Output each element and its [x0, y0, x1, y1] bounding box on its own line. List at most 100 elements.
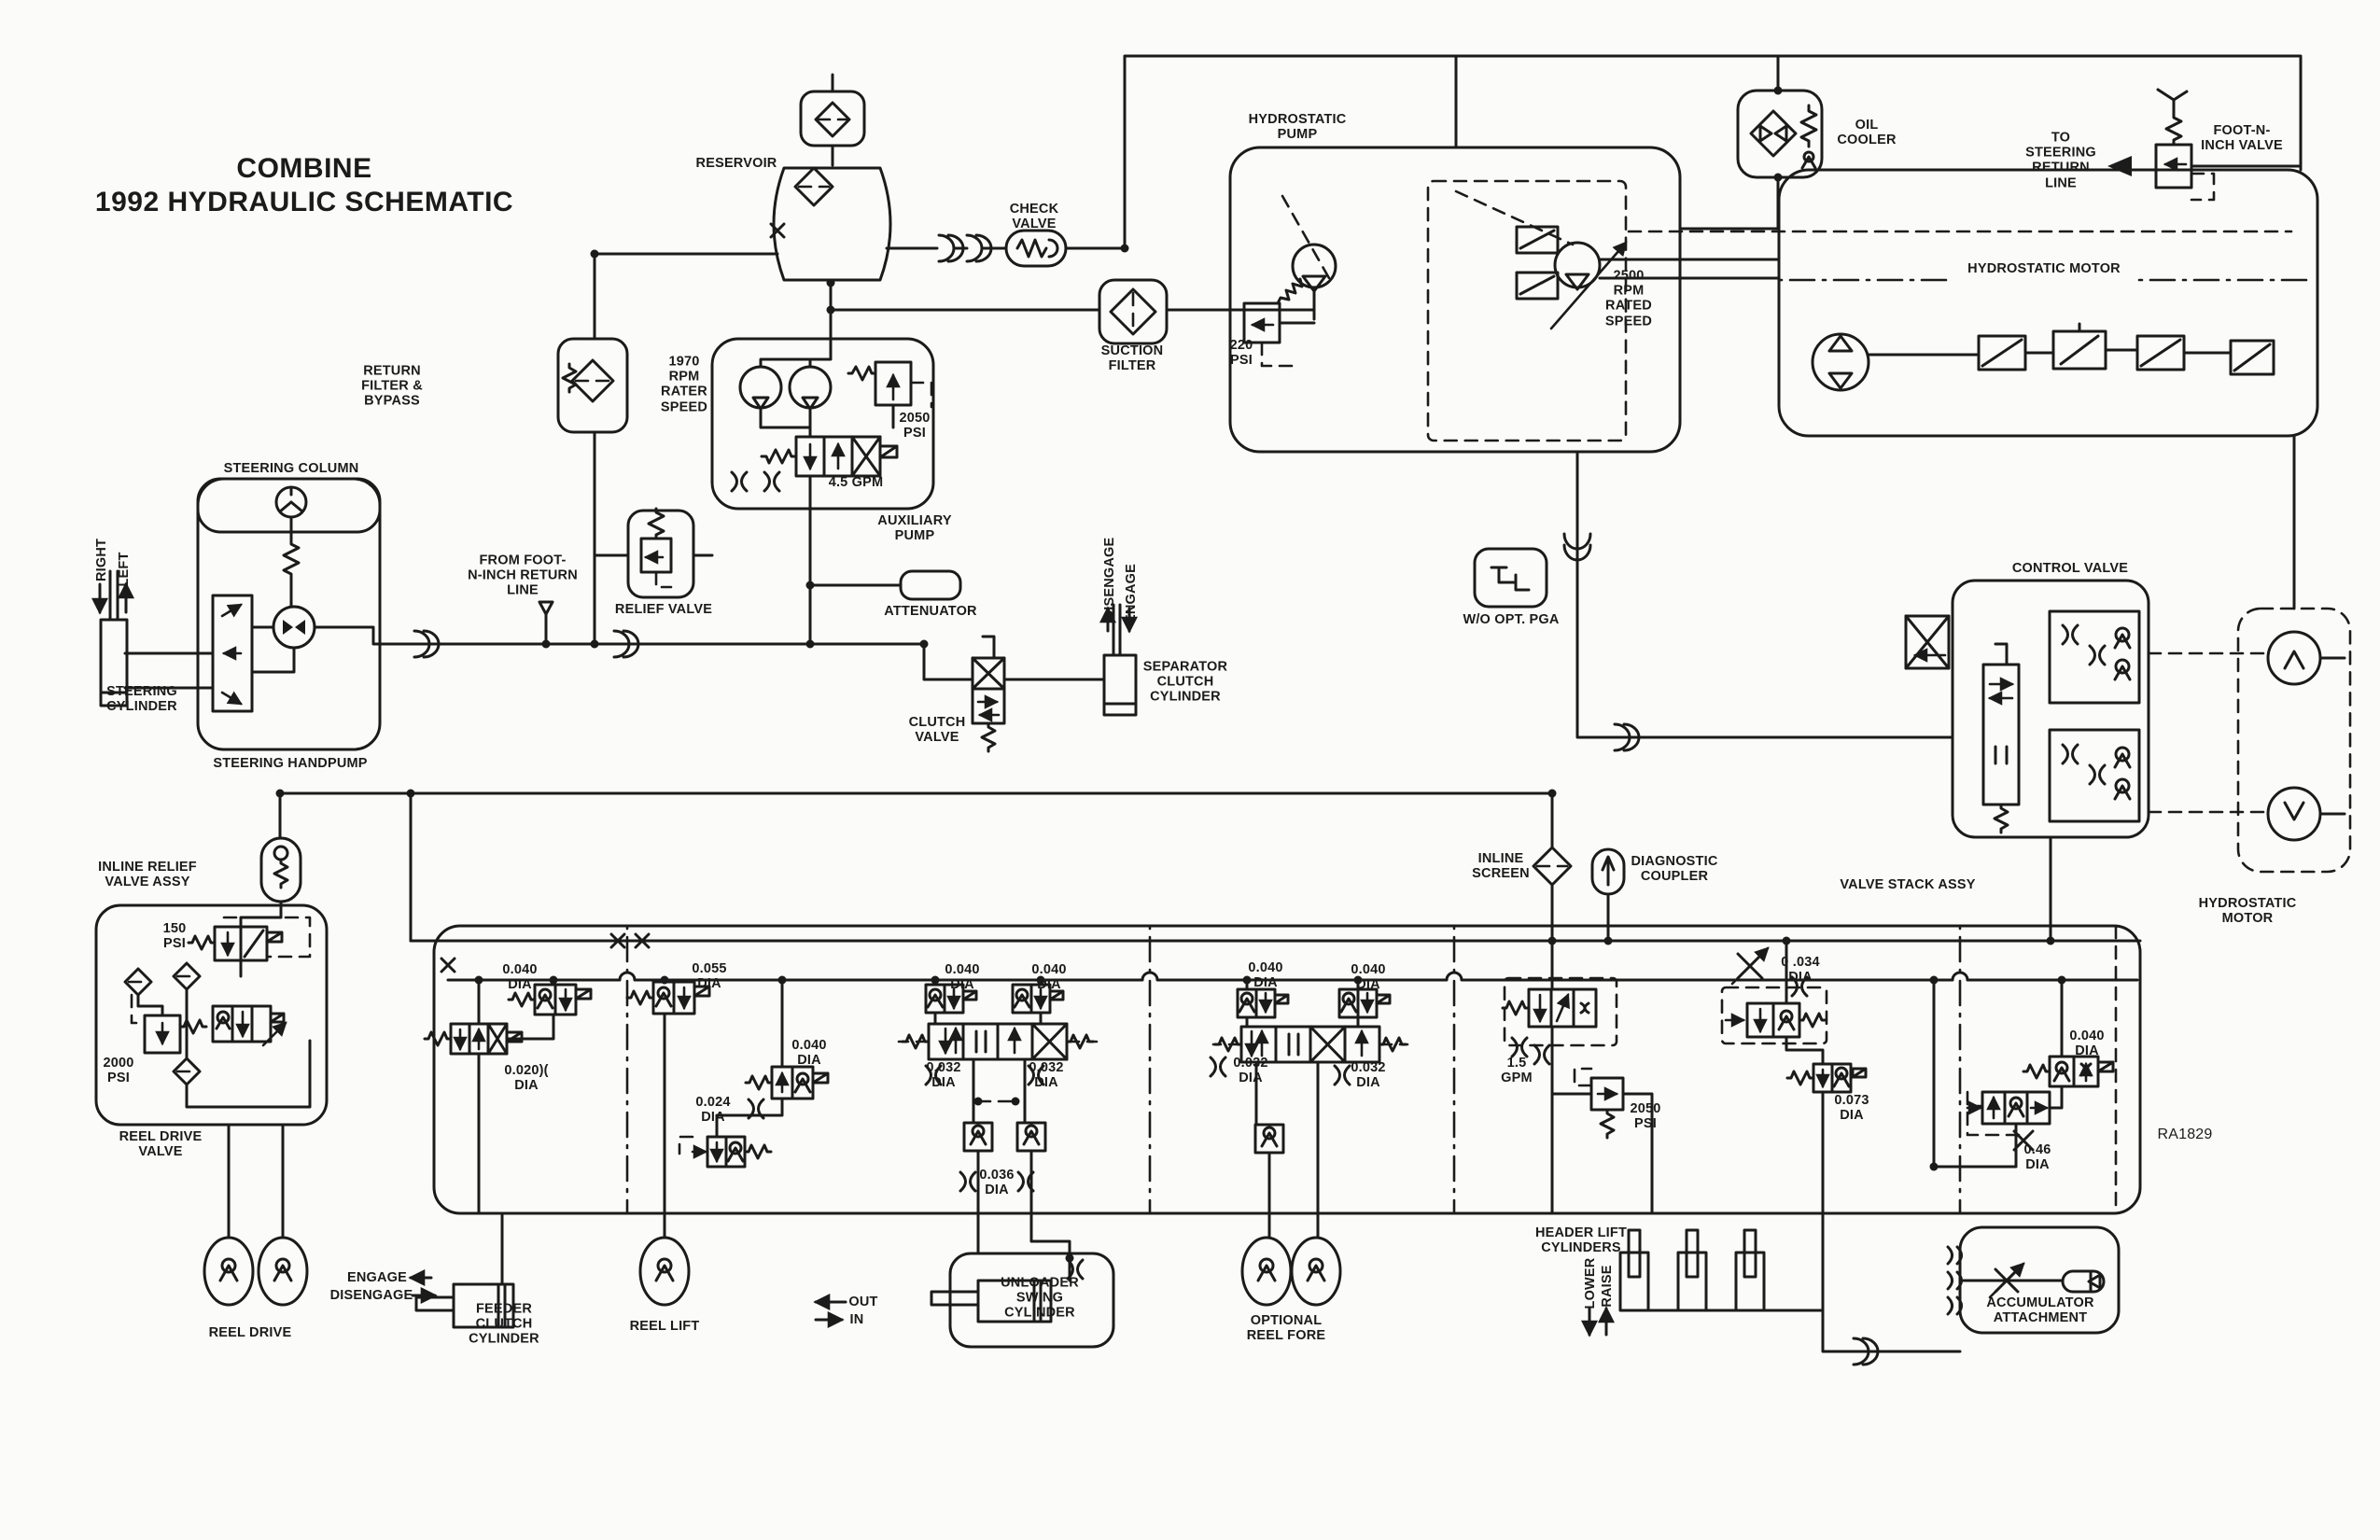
orifice-label-2: 0.055 DIA — [692, 960, 727, 991]
check-valve-label: CHECK VALVE — [1009, 201, 1059, 231]
optional-reel-fore-symbols — [1240, 1236, 1342, 1307]
accumulator-symbol — [1958, 1225, 2121, 1335]
ref-number-label: RA1829 — [2157, 1127, 2213, 1143]
separator-clutch-cylinder-label: SEPARATOR CLUTCH CYLINDER — [1142, 659, 1228, 706]
rated-speed-2500-label: 2500 RPM RATED SPEED — [1604, 268, 1653, 329]
valve-stack-assy-label: VALVE STACK ASSY — [1840, 876, 1976, 892]
right-label: RIGHT — [93, 538, 109, 582]
orifice-label-13: 0.032 DIA — [1233, 1055, 1268, 1085]
check-valve-symbol — [1004, 229, 1068, 268]
reel-lift-motor-symbol — [638, 1236, 691, 1307]
left-label: LEFT — [116, 552, 132, 587]
hydrostatic-motor-right-symbol — [2266, 630, 2322, 842]
hydrostatic-pump-label: HYDROSTATIC PUMP — [1248, 111, 1347, 142]
orifice-label-1: 0.040 DIA — [502, 961, 538, 992]
orifice-label-16: 0.073 DIA — [1834, 1092, 1869, 1123]
in-label: IN — [849, 1311, 864, 1327]
reel-drive-valve-symbol — [94, 903, 329, 1127]
to-steering-return-line-label: TO STEERING RETURN LINE — [2025, 130, 2096, 191]
auxiliary-pump-symbol — [710, 337, 935, 511]
orifice-label-18: 0.46 DIA — [2023, 1141, 2051, 1172]
orifice-label-3: 0.020)( DIA — [504, 1062, 549, 1093]
steering-cylinder-symbol — [99, 618, 129, 707]
inline-relief-valve-symbol — [259, 836, 302, 903]
steering-column-symbol — [196, 477, 382, 751]
clutch-valve-label: CLUTCH VALVE — [908, 714, 966, 745]
foot-n-inch-valve-symbol — [2154, 88, 2193, 189]
diagnostic-coupler-label: DIAGNOSTIC COUPLER — [1631, 853, 1718, 884]
hydrostatic-motor-top-label: HYDROSTATIC MOTOR — [1967, 260, 2121, 276]
diagnostic-coupler-symbol — [1590, 847, 1626, 896]
reel-drive-motor-symbols — [203, 1236, 309, 1307]
junction-dots — [275, 86, 2132, 1263]
foot-n-inch-valve-label: FOOT-N- INCH VALVE — [2201, 122, 2283, 153]
inline-screen-symbol — [1532, 846, 1573, 887]
unloader-swing-cylinder-label: UNLOADER SWING CYLINDER — [1001, 1275, 1079, 1322]
page-title: COMBINE 1992 HYDRAULIC SCHEMATIC — [94, 153, 514, 217]
control-valve-label: CONTROL VALVE — [2011, 560, 2129, 576]
psi-220-label: 220 PSI — [1229, 337, 1253, 368]
psi-2000-label: 2000 PSI — [103, 1055, 134, 1085]
suction-filter-label: SUCTION FILTER — [1100, 343, 1164, 373]
from-foot-n-inch-arrow — [538, 600, 554, 616]
relief-valve-label: RELIEF VALVE — [614, 601, 713, 617]
hydrostatic-motor-top-symbol — [1777, 168, 2319, 438]
reservoir-symbol — [772, 90, 892, 282]
psi-2050-aux-label: 2050 PSI — [899, 410, 931, 441]
rater-speed-1970-label: 1970 RPM RATER SPEED — [660, 354, 708, 415]
inline-screen-label: INLINE SCREEN — [1472, 850, 1530, 881]
gpm-1-5-label: 1.5 GPM — [1501, 1055, 1533, 1085]
wo-opt-pga-symbol — [1473, 547, 1548, 609]
orifice-label-4: 0.040 DIA — [791, 1037, 827, 1068]
orifice-label-7: 0.040 DIA — [1031, 961, 1067, 992]
reservoir-label: RESERVOIR — [695, 155, 777, 171]
control-valve-symbol — [1904, 579, 2150, 839]
optional-reel-fore-label: OPTIONAL REEL FORE — [1246, 1312, 1326, 1343]
psi-150-label: 150 PSI — [162, 920, 187, 951]
reel-drive-valve-label: REEL DRIVE VALVE — [119, 1128, 203, 1159]
steering-cylinder-label: STEERING CYLINDER — [106, 683, 177, 714]
gpm-4-5-label: 4.5 GPM — [828, 474, 884, 490]
engage-feeder-label: ENGAGE — [346, 1269, 408, 1285]
reel-lift-label: REEL LIFT — [629, 1318, 700, 1334]
valve-stack-symbol — [423, 924, 2142, 1215]
disengage-vertical-label: DISENGAGE — [1101, 537, 1117, 621]
disengage-feeder-label: DISENGAGE — [329, 1287, 413, 1303]
lower-label: LOWER — [1582, 1257, 1598, 1309]
orifice-label-6: 0.040 DIA — [945, 961, 980, 992]
clutch-valve-symbol — [971, 635, 1006, 753]
annotation-arrows — [91, 581, 1615, 1337]
steering-column-label: STEERING COLUMN — [223, 460, 359, 476]
from-foot-n-inch-return-line-label: FROM FOOT- N-INCH RETURN LINE — [468, 553, 578, 599]
feeder-clutch-cylinder-symbol — [414, 1282, 515, 1329]
suction-filter-symbol — [1098, 278, 1169, 345]
return-filter-bypass-label: RETURN FILTER & BYPASS — [361, 363, 423, 410]
separator-clutch-cylinder-symbol — [1102, 653, 1138, 717]
inline-relief-valve-assy-label: INLINE RELIEF VALVE ASSY — [98, 859, 197, 889]
engage-vertical-label: ENGAGE — [1123, 563, 1139, 624]
feeder-clutch-cylinder-label: FEEDER CLUTCH CYLINDER — [469, 1301, 539, 1348]
header-lift-cylinders-label: HEADER LIFT CYLINDERS — [1534, 1225, 1628, 1255]
psi-2050-stack-label: 2050 PSI — [1630, 1100, 1661, 1131]
orifice-label-14: 0.032 DIA — [1351, 1059, 1386, 1090]
accumulator-attachment-label: ACCUMULATOR ATTACHMENT — [1986, 1295, 2094, 1325]
orifice-label-10: 0.036 DIA — [979, 1167, 1015, 1197]
raise-label: RAISE — [1599, 1265, 1615, 1308]
section-divider-lines — [625, 278, 2315, 1215]
unloader-swing-cylinder-symbol — [930, 1252, 1115, 1349]
orifice-label-15: 0 .034 DIA — [1781, 954, 1820, 985]
attenuator-symbol — [899, 569, 962, 601]
valve-flow-arrows — [155, 157, 2188, 1299]
return-filter-bypass-symbol — [556, 337, 629, 434]
pilot-lines-dashed — [127, 118, 2352, 1215]
header-lift-cylinder-symbols — [1618, 1228, 1766, 1312]
oil-cooler-label: OIL COOLER — [1837, 117, 1897, 147]
hydrostatic-pump-symbol — [1228, 146, 1682, 454]
orifice-label-17: 0.040 DIA — [2069, 1028, 2105, 1058]
auxiliary-pump-label: AUXILIARY PUMP — [877, 512, 952, 543]
hydrostatic-motor-right-label: HYDROSTATIC MOTOR — [2198, 895, 2297, 926]
orifice-label-5: 0.024 DIA — [695, 1094, 731, 1125]
steering-handpump-label: STEERING HANDPUMP — [213, 755, 368, 771]
